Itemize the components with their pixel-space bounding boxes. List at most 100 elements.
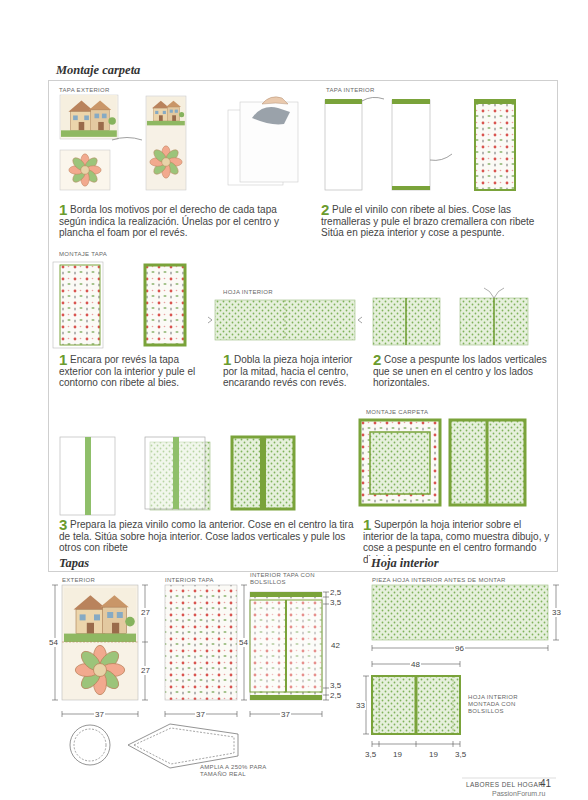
illustration-part [392,100,430,190]
illustration-part [484,288,504,298]
illustration-part [60,265,100,345]
illustration-part [142,585,148,700]
dimension: 27 [140,666,151,675]
watermark: PassionForum.ru [492,790,545,797]
dimension: 37 [280,710,291,719]
illustration-part [453,676,454,734]
illustration-part [250,592,322,700]
illustration-part [363,585,559,747]
illustration-part [372,585,548,640]
illustration-part [370,432,430,494]
illustration-part [362,97,384,101]
illustration-part [173,437,179,509]
illustration-part [64,588,136,642]
illustration-part [430,154,452,160]
illustration-part [70,725,110,765]
step-number: 1 [59,352,67,367]
illustration-part [145,265,185,345]
illustration-part [62,642,138,643]
illustration-part [450,420,525,505]
illustration-part [360,420,440,505]
step-number: 2 [373,352,381,367]
illustration-part [240,102,298,182]
illustration-part [250,592,322,597]
illustration-part [373,298,440,345]
dimension: 2,5 [329,588,342,597]
dimension: 3,5 [454,750,467,759]
step-text: Dobla la pieza hoja interior por la mita… [223,354,363,389]
step-number: 1 [363,517,371,532]
section-heading: Hoja interior [368,556,442,571]
caption-label: TAPA EXTERIOR [59,87,110,94]
dimension: 3,5 [329,681,342,690]
dimension: 19 [428,750,439,759]
step-text: Borda los motivos por el derecho de cada… [59,204,297,239]
illustration-part [215,300,355,340]
dimension: 54 [238,638,249,647]
dimension: 33 [551,608,562,617]
dimension: 42 [330,641,341,650]
illustration-part [285,600,287,692]
illustration-part [493,298,495,345]
illustration-part [61,95,117,137]
illustration-part [150,146,182,178]
illustration-part [75,645,124,694]
illustration-part [252,107,290,124]
section-heading: Tapas [56,556,92,571]
illustration-part [53,262,103,348]
dimension: 33 [355,701,366,710]
illustration-part [112,138,142,141]
step-number: 1 [59,202,67,217]
caption-label: HOJA INTERIOR MONTADA CON BOLSILLOS [468,694,540,715]
illustration-part [475,99,515,104]
illustration-part [145,437,205,509]
illustration-part [165,585,237,700]
illustration-part [260,437,266,509]
caption-label: HOJA INTERIOR [223,289,273,296]
illustration-part [147,97,185,125]
dimension: 48 [410,660,421,669]
dimension: 27 [140,608,151,617]
illustration-part [475,100,515,190]
illustration-part [62,585,138,700]
section-heading: Montaje carpeta [53,63,143,78]
illustration-part [460,298,528,345]
illustration-part [392,186,430,190]
illustration-part [232,437,294,509]
caption-label: AMPLIA A 250% PARA TAMAÑO REAL [200,764,280,778]
illustration-part [486,420,489,505]
illustration-part [392,99,430,104]
illustration-part [128,724,238,768]
step-text: Encara por revés la tapa exterior con la… [59,354,211,389]
illustration-part [208,317,362,323]
illustration-part [372,676,460,734]
illustration-part [60,150,110,190]
caption-label: TAPA INTERIOR [326,87,375,94]
dimension: 3,5 [329,598,342,607]
dimension: 96 [454,644,465,653]
step-number: 2 [321,202,329,217]
dimension: 37 [94,710,105,719]
step-number: 1 [223,352,231,367]
illustration-part [405,298,407,345]
illustration-part [325,99,362,104]
dimension: 19 [392,750,403,759]
illustration-part [325,100,362,190]
illustration-part [262,97,288,104]
caption-label: EXTERIOR [62,577,95,584]
illustration-part [74,729,106,761]
dimension: 3,5 [364,750,377,759]
dimension: 54 [48,638,59,647]
page-number: 41 [540,778,551,789]
illustration-part [285,300,286,340]
step-number: 3 [59,517,67,532]
illustration-part [60,95,118,139]
illustration-part [250,600,322,692]
illustration-part [415,676,418,734]
step-text: Cose a pespunte los lados verticales que… [373,354,551,389]
step-text: Pule el vinilo con ribete al bies. Cose … [321,204,551,239]
instruction-frame: Montaje carpetaTAPA EXTERIOR1Borda los m… [48,80,558,572]
illustration-part [134,728,234,764]
illustration-part [52,585,329,717]
dimension: 2,5 [329,691,342,700]
